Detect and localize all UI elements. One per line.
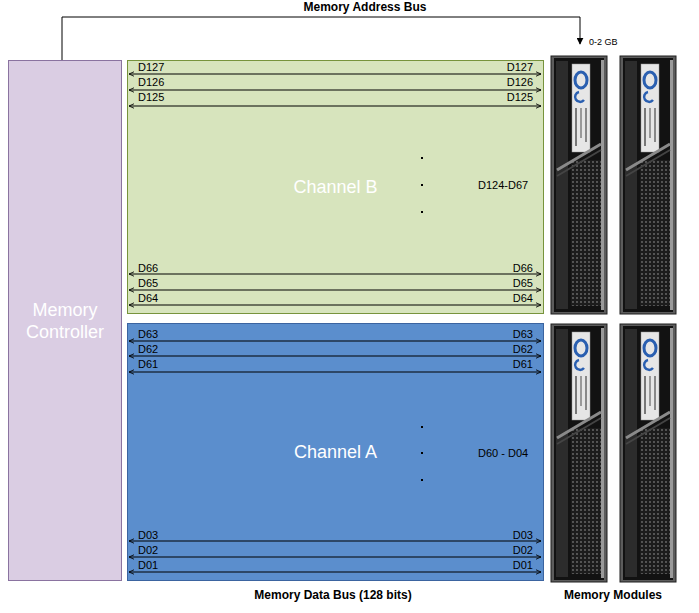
signal-name: D64 [513, 292, 533, 304]
signal-name: D126 [507, 76, 533, 88]
bus-label: Memory Address Bus [304, 1, 427, 13]
node-title: Memory Controller [9, 299, 121, 343]
signal-name: D61 [513, 358, 533, 370]
signal-name: D63 [513, 328, 533, 340]
memory-module [551, 56, 607, 314]
signal-name: D125 [138, 91, 164, 103]
signal-range: D60 - D04 [478, 447, 528, 459]
signal-name: D66 [513, 262, 533, 274]
node-title: Channel B [293, 176, 377, 198]
signal-name: D65 [513, 277, 533, 289]
signal-name: D01 [138, 559, 158, 571]
signal-name: D66 [138, 262, 158, 274]
signal-name: D03 [138, 529, 158, 541]
signal-name: D61 [138, 358, 158, 370]
signal-name: D126 [138, 76, 164, 88]
signal-name: D03 [513, 529, 533, 541]
signal-name: D127 [138, 61, 164, 73]
signal-name: D125 [507, 91, 533, 103]
signal-name: D01 [513, 559, 533, 571]
controller-box: Memory Controller [8, 60, 122, 581]
signal-range: D124-D67 [478, 179, 528, 191]
memory-module [620, 56, 676, 314]
signal-name: D62 [513, 343, 533, 355]
signal-name: D62 [138, 343, 158, 355]
address-bus-wire [62, 17, 580, 60]
signal-name: D63 [138, 328, 158, 340]
memory-module [620, 324, 676, 582]
node-title: Channel A [294, 441, 377, 463]
modules-caption: Memory Modules [564, 589, 662, 601]
signal-name: D127 [507, 61, 533, 73]
address-range: 0-2 GB [589, 36, 618, 48]
memory-module [551, 324, 607, 582]
signal-name: D02 [138, 544, 158, 556]
signal-name: D02 [513, 544, 533, 556]
signal-name: D64 [138, 292, 158, 304]
bus-caption: Memory Data Bus (128 bits) [254, 589, 411, 601]
signal-name: D65 [138, 277, 158, 289]
